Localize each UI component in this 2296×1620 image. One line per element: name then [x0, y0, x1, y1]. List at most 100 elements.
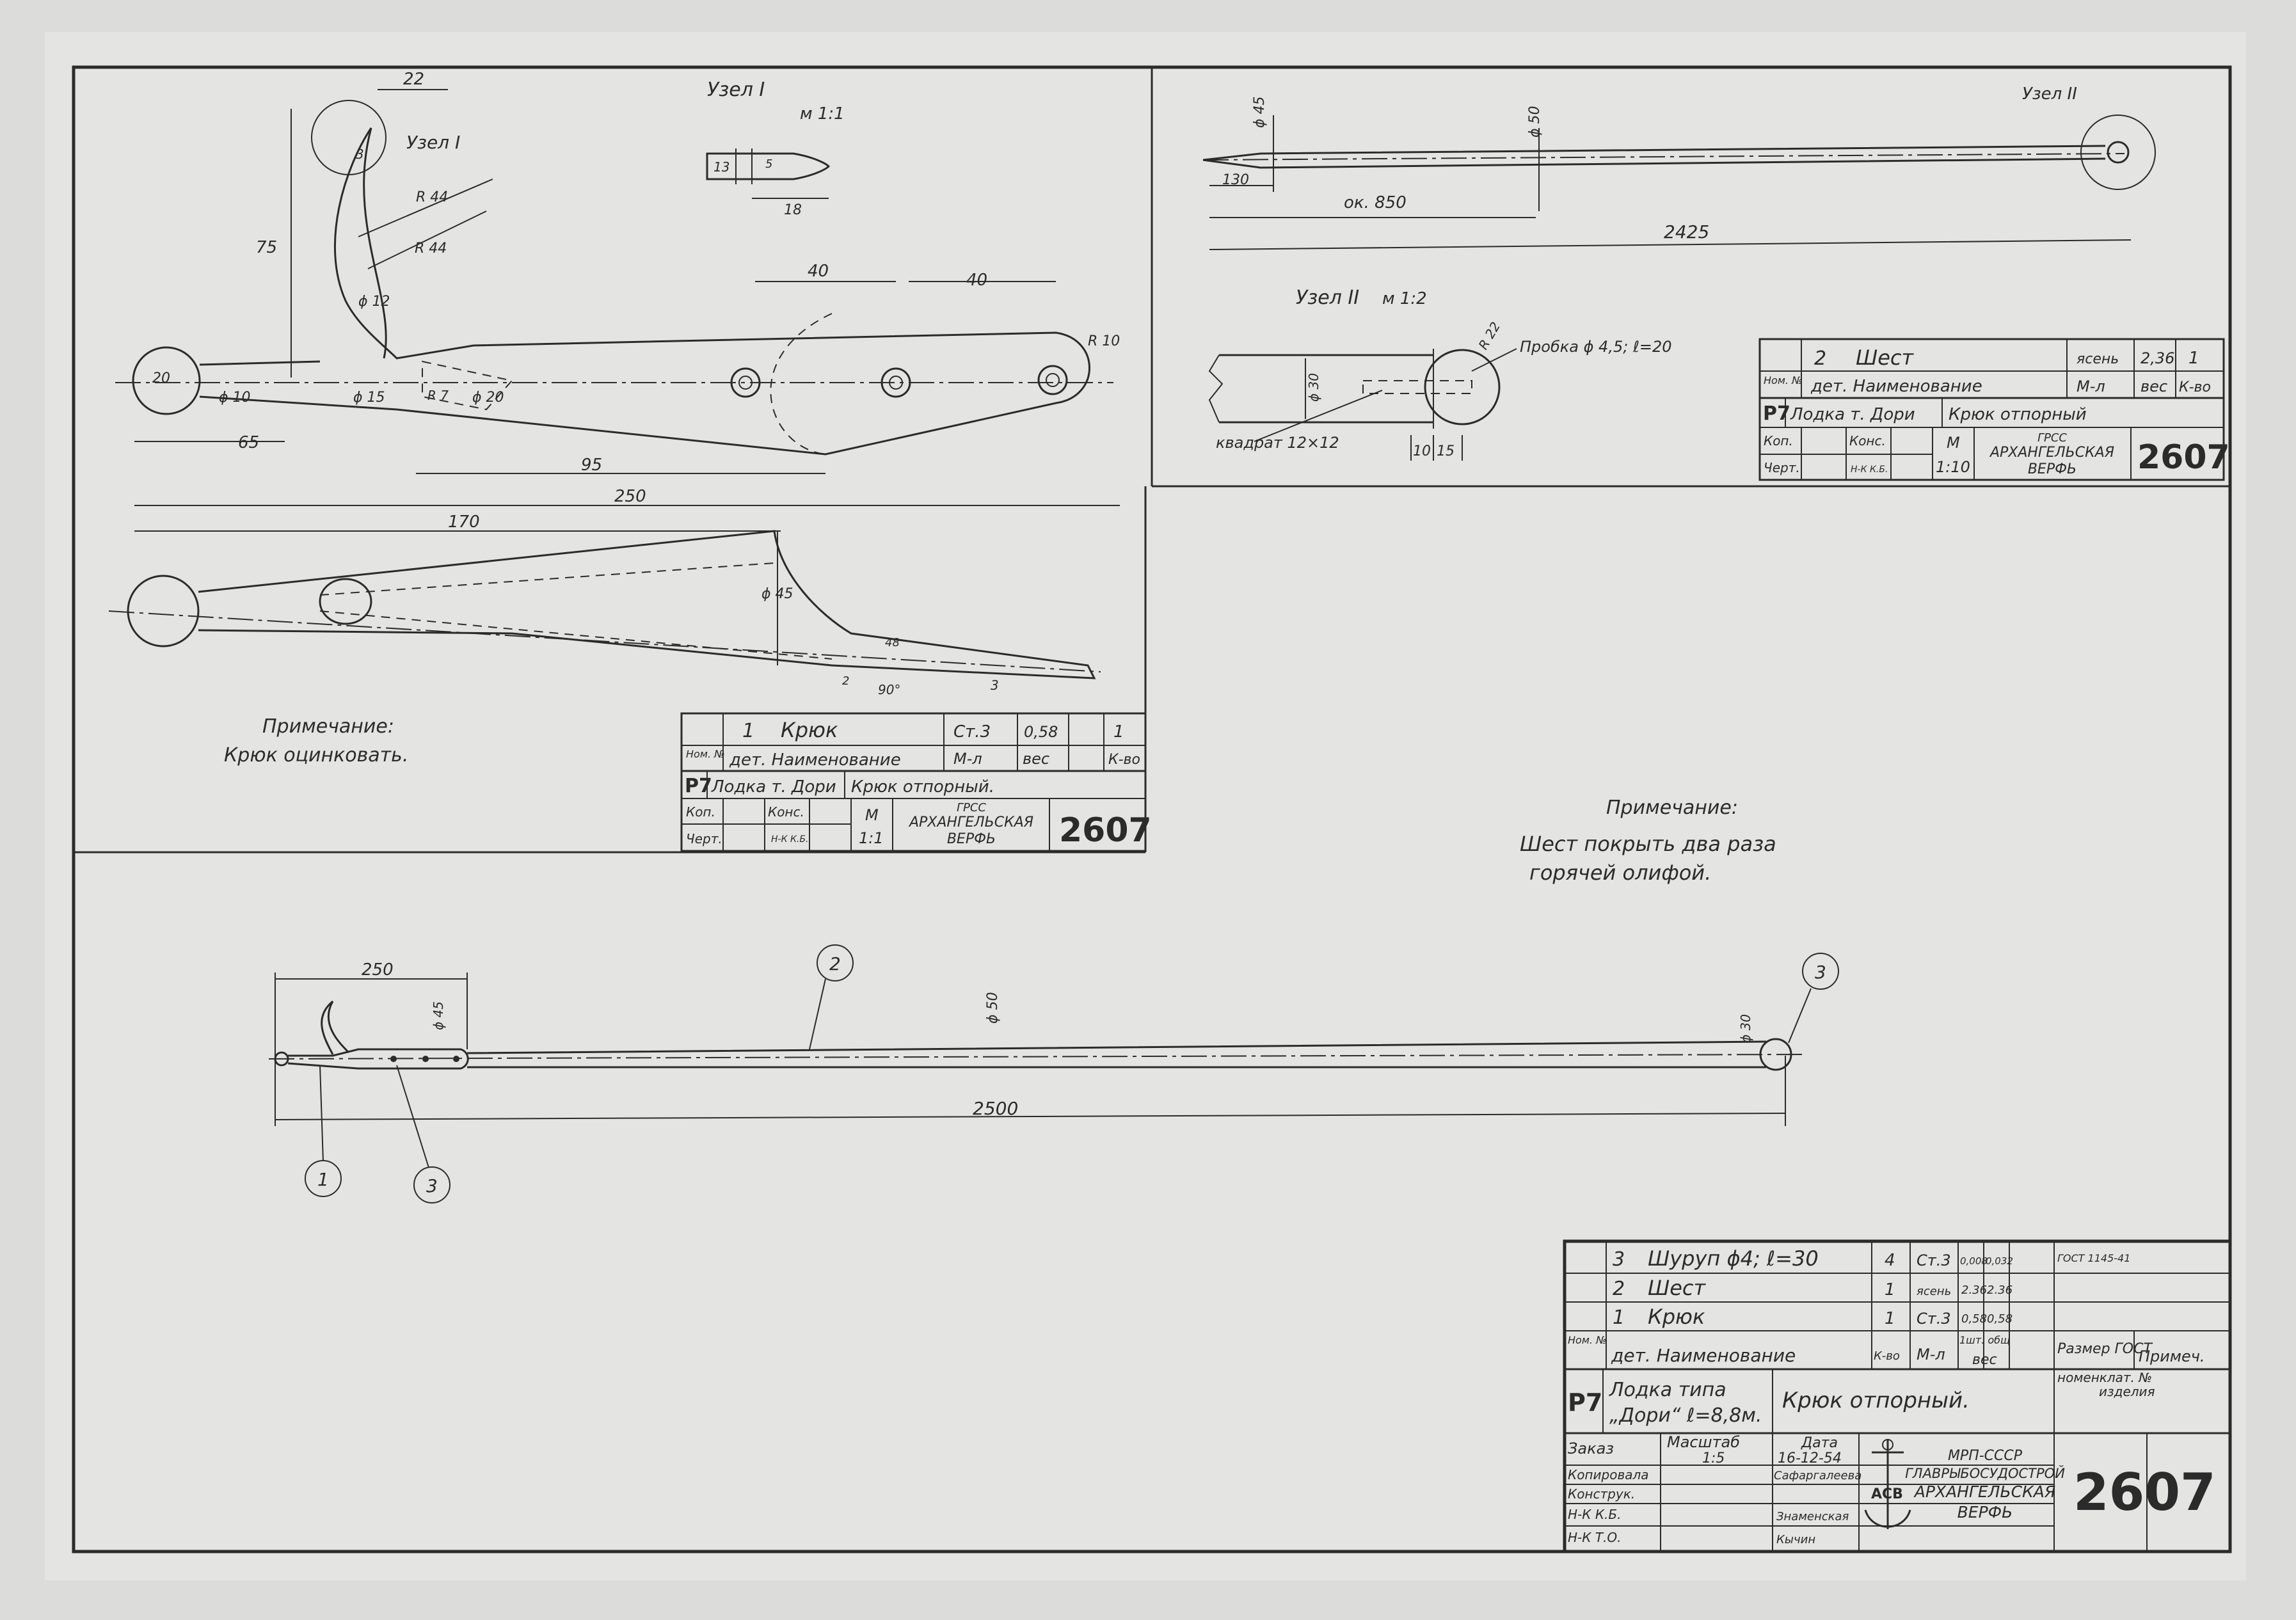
main-order: Заказ: [1568, 1440, 1614, 1457]
asm-dim-2500: 2500: [973, 1098, 1018, 1119]
main-scale-label: Масштаб: [1667, 1433, 1740, 1451]
main-org4: ВЕРФЬ: [1957, 1503, 2013, 1521]
hook-nk: Н-К К.Б.: [771, 834, 808, 845]
callout-circle-3a: [1802, 953, 1839, 990]
main-row1-w2: 0,032: [1986, 1255, 2013, 1267]
node1-marker-circle: [311, 100, 387, 175]
main-hdr-qty: К-во: [1874, 1349, 1900, 1363]
main-org3: АРХАНГЕЛЬСКАЯ: [1913, 1482, 2056, 1501]
note1-text: Крюк оцинковать.: [224, 744, 408, 766]
main-copied: Копировала: [1568, 1467, 1649, 1482]
dim-phi45: ϕ 45: [761, 586, 793, 602]
pole-end-knob: [2107, 141, 2130, 164]
hook-hdr-weight: вес: [1023, 750, 1049, 768]
node1-callout: Узел I: [406, 132, 460, 153]
pole-title: Крюк отпорный: [1949, 405, 2087, 424]
pole-hdr-pos: Ном. №: [1764, 374, 1803, 386]
main-name-1: Сафаргалеева: [1774, 1469, 1862, 1482]
pole-hdr-name: дет. Наименование: [1810, 377, 1982, 396]
dim-65: 65: [238, 433, 259, 452]
shipyard-logo: АСВ: [1864, 1439, 1911, 1529]
main-code: Р7: [1568, 1388, 1602, 1417]
dim-48: 48: [885, 636, 900, 649]
assembly-pole: [466, 1040, 1767, 1068]
dim-170: 170: [448, 512, 480, 532]
hook-hdr-qty: К-во: [1108, 752, 1140, 768]
pole-code: Р7: [1763, 402, 1790, 425]
hook-row-qty: 1: [1113, 722, 1124, 742]
hook-title: Крюк отпорный.: [851, 777, 994, 797]
main-row2-w1: 2.36: [1961, 1283, 1987, 1297]
callout-circle-3b: [413, 1166, 450, 1203]
hook-knob-circle: [132, 346, 201, 415]
callout-3a: 3: [1815, 962, 1826, 983]
pole-org1: ГРСС: [2037, 431, 2067, 445]
node1-outline: [706, 152, 831, 180]
main-boat2: „Дори“ ℓ=8,8м.: [1609, 1404, 1762, 1427]
main-date: 16-12-54: [1778, 1450, 1842, 1466]
main-title: Крюк отпорный.: [1782, 1388, 1970, 1413]
hook-org3: ВЕРФЬ: [947, 831, 996, 847]
main-hdr-name: дет. Наименование: [1611, 1345, 1796, 1366]
pole-dim-phi50: ϕ 50: [1527, 106, 1543, 138]
note2: Примечание: Шест покрыть два раза горяче…: [1520, 797, 1776, 885]
hook-row-mat: Ст.3: [953, 722, 991, 742]
main-row2-mat: ясень: [1917, 1285, 1951, 1298]
main-org1: МРП-СССР: [1948, 1448, 2023, 1464]
asm-dim-250: 250: [362, 960, 394, 980]
node2-detail: Узел II м 1:2 Пробка ϕ 4,5; ℓ=20 квадрат…: [1208, 287, 1672, 461]
hook-org1: ГРСС: [957, 801, 986, 814]
callout-2: 2: [829, 953, 841, 974]
hook-hdr-pos: Ном. №: [686, 748, 725, 760]
hook-plan-view: [108, 530, 1101, 679]
hook-scale: 1:1: [859, 829, 884, 847]
hook-boat: Лодка т. Дори: [711, 777, 836, 797]
main-row2-w2: 2.36: [1987, 1283, 2013, 1297]
dim-22: 22: [403, 70, 424, 89]
node2-dim-10: 10: [1413, 443, 1431, 459]
dim-phi20: ϕ 20: [472, 390, 504, 406]
note1-title: Примечание:: [262, 715, 394, 738]
hook-konc: Конс.: [768, 804, 804, 820]
pole-org3: ВЕРФЬ: [2028, 461, 2077, 477]
pole-row-weight: 2,36: [2141, 349, 2174, 367]
hook-chert: Черт.: [686, 831, 722, 846]
assembly-hook-point: [321, 1000, 350, 1055]
node2-callout: Узел II: [2022, 84, 2077, 104]
plan-knob-circle: [127, 575, 200, 647]
main-nkto: Н-К Т.О.: [1568, 1530, 1622, 1545]
dim-r7: R 7: [427, 388, 449, 403]
main-name-2: Знаменская: [1776, 1510, 1849, 1523]
hole-3: [1037, 365, 1068, 395]
pole-scale-label: М: [1947, 434, 1960, 452]
node1-detail: [706, 148, 831, 199]
pole-scale: 1:10: [1936, 458, 1970, 476]
logo-text: АСВ: [1871, 1486, 1903, 1502]
pole-outline: [1202, 145, 2106, 169]
hook-row-pos: 1: [742, 720, 754, 742]
plan-socket: [319, 578, 372, 625]
main-row1-name: Шуруп ϕ4; ℓ=30: [1648, 1246, 1819, 1271]
dim-2: 2: [842, 674, 849, 688]
main-product: изделия: [2099, 1384, 2155, 1399]
main-scale: 1:5: [1702, 1450, 1725, 1466]
titleblock-pole: 2 Шест ясень 2,36 1 Ном. № дет. Наименов…: [1758, 338, 2230, 481]
dim-r44b: R 44: [415, 241, 447, 257]
callout-1: 1: [317, 1169, 329, 1190]
pole-hdr-mat: М-л: [2077, 377, 2105, 395]
main-hdr-wlabel: вес: [1972, 1352, 1997, 1368]
node1-title: Узел I: [707, 79, 765, 101]
main-hdr-mat: М-л: [1917, 1346, 1945, 1363]
pole-detail-view: ϕ 45 ϕ 50 Узел II 130 ок. 850 2425: [1202, 84, 2156, 250]
pole-org2: АРХАНГЕЛЬСКАЯ: [1989, 445, 2114, 461]
dim-r44b-line: [367, 210, 487, 269]
node2-knob: [1424, 349, 1501, 425]
main-row3-name: Крюк: [1648, 1305, 1705, 1329]
main-row1-w1: 0,008: [1960, 1255, 1988, 1267]
main-row1-note: ГОСТ 1145-41: [2057, 1252, 2130, 1264]
node2-plug: Пробка ϕ 4,5; ℓ=20: [1520, 338, 1672, 356]
main-row1-mat: Ст.3: [1917, 1251, 1951, 1269]
hook-code: Р7: [685, 775, 712, 797]
dim-40b: 40: [966, 271, 987, 290]
